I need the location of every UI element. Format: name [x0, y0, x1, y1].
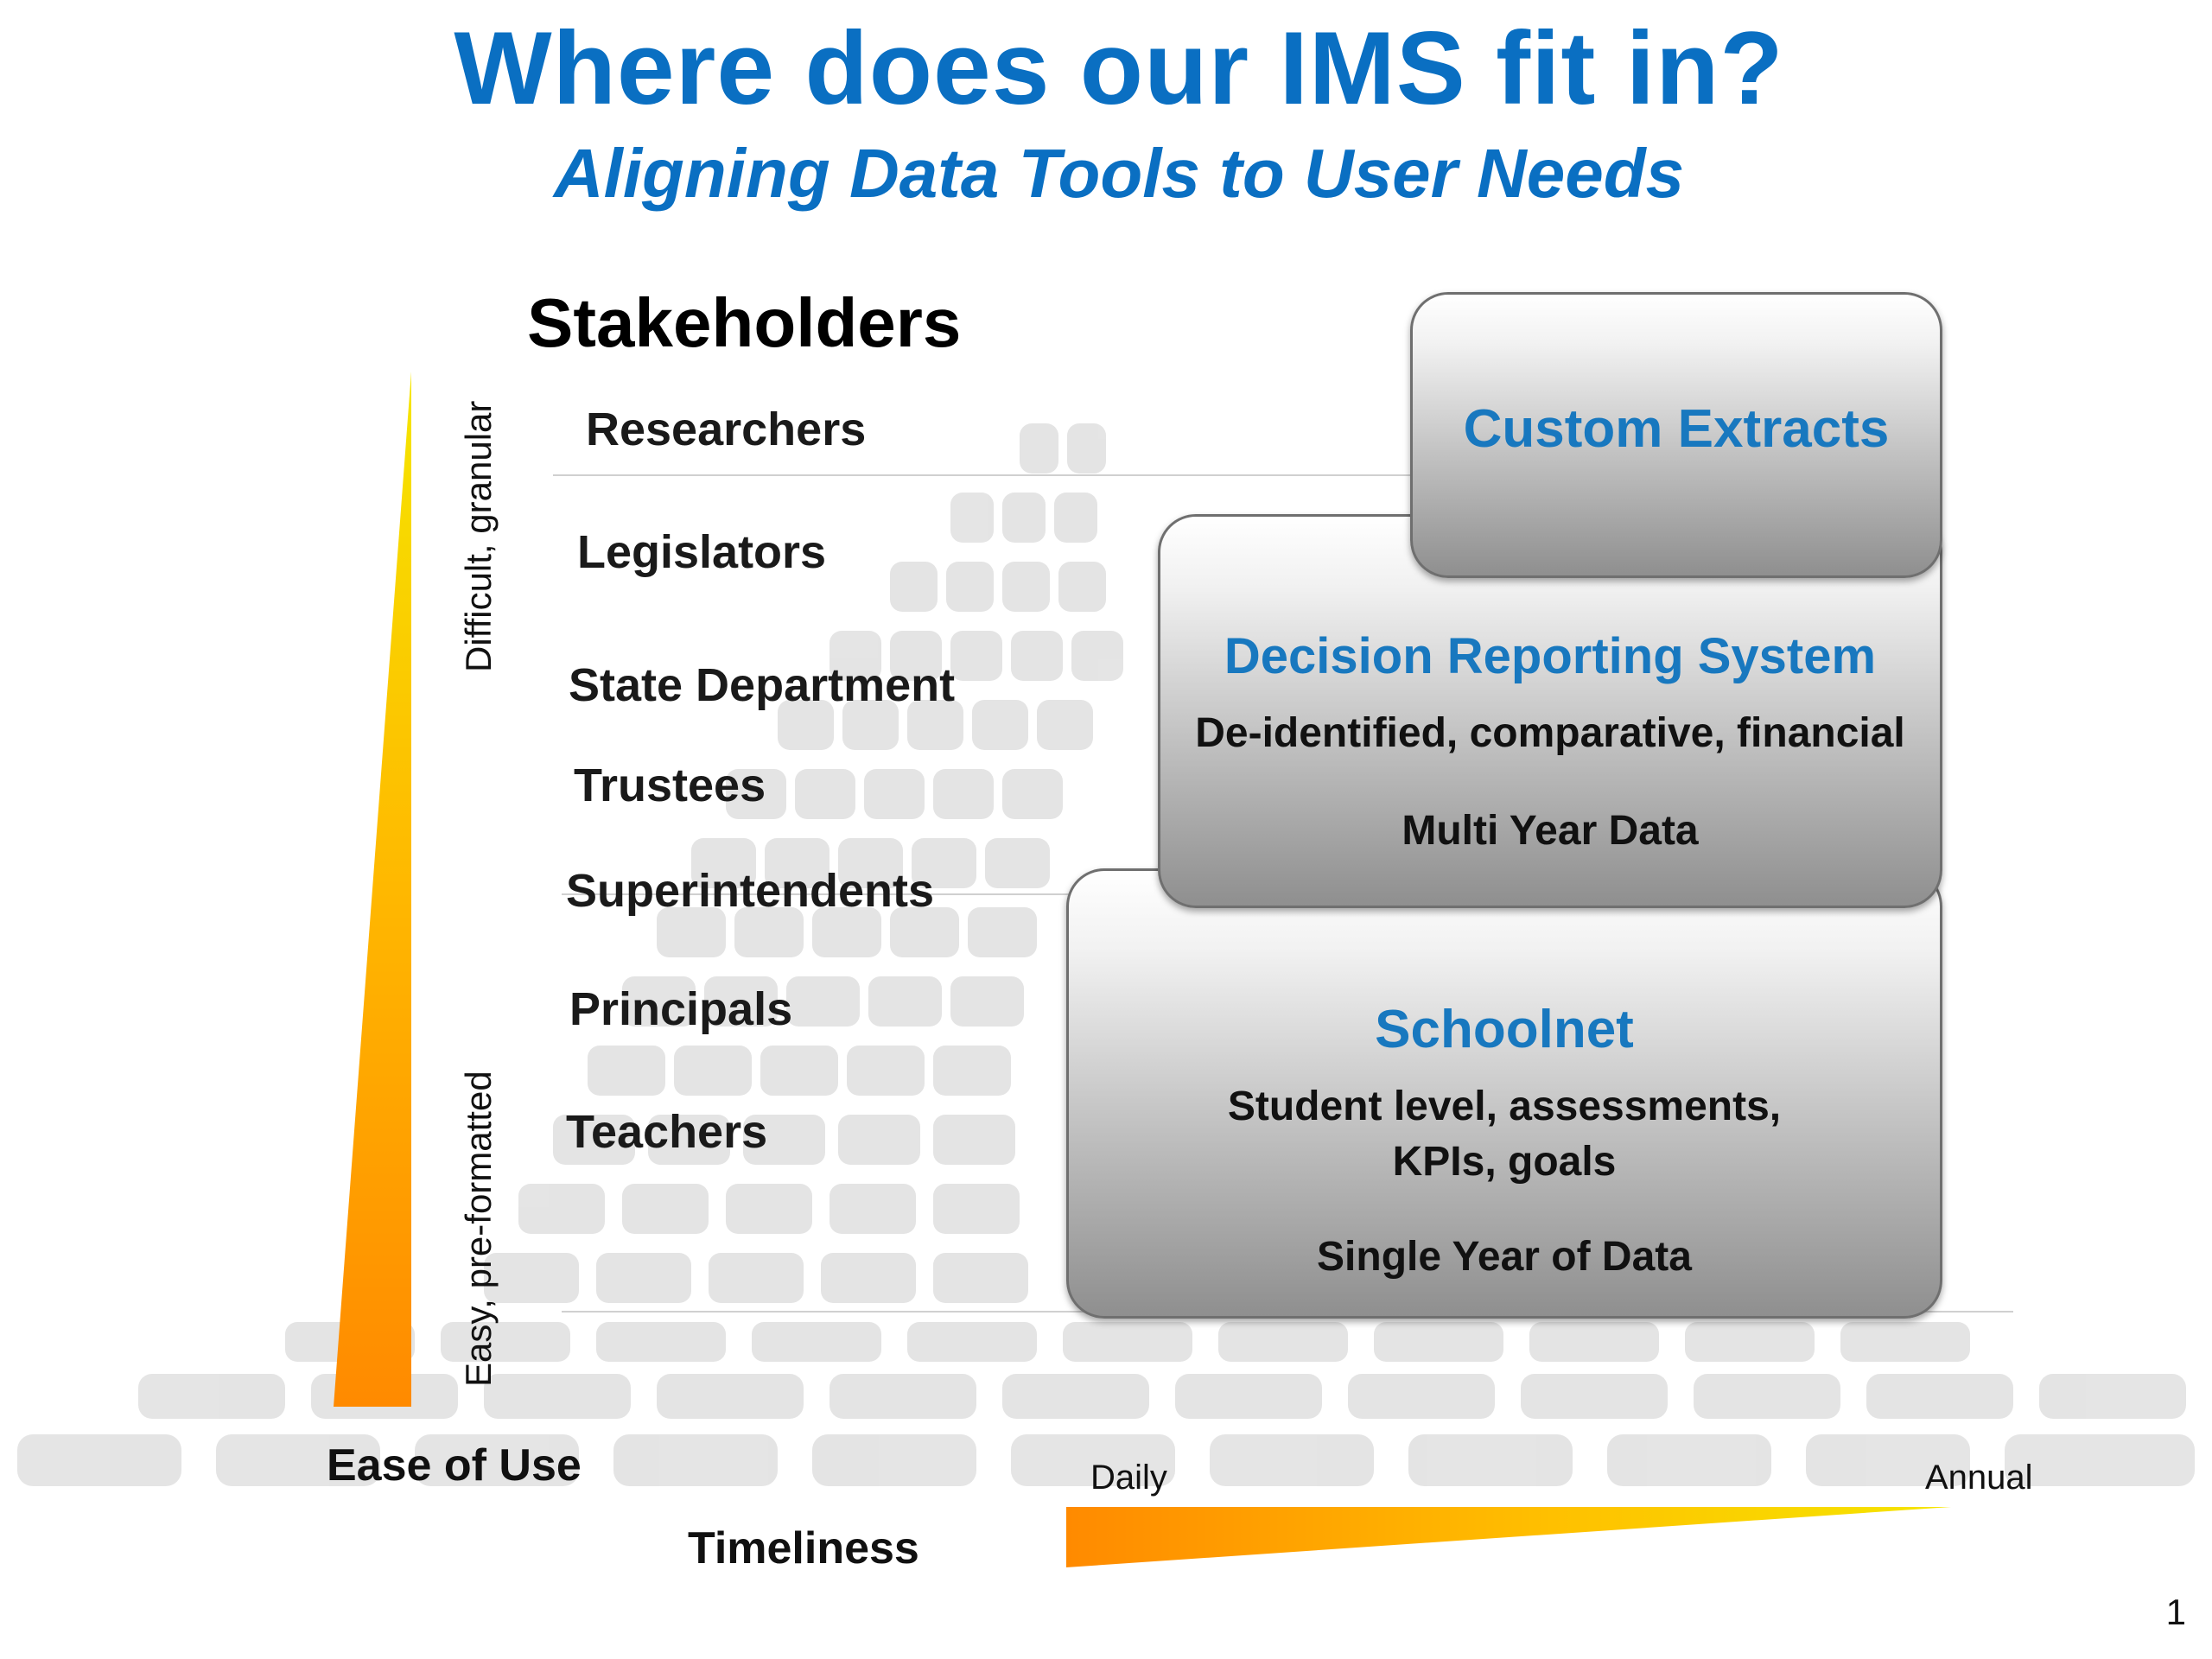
page-number: 1	[2165, 1592, 2186, 1632]
schoolnet-title: Schoolnet	[1375, 1000, 1634, 1059]
schoolnet-data-span: Single Year of Data	[1317, 1234, 1692, 1280]
schoolnet-box: Schoolnet Student level, assessments, KP…	[1066, 868, 1942, 1319]
timeliness-annual-label: Annual	[1925, 1459, 2033, 1497]
timeliness-gradient-wedge	[1066, 1507, 1951, 1567]
stakeholder-legislators: Legislators	[577, 526, 827, 578]
decision-reporting-system-box: Decision Reporting System De-identified,…	[1158, 514, 1942, 908]
ease-axis-title: Ease of Use	[327, 1440, 582, 1491]
decision-reporting-description: De-identified, comparative, financial	[1195, 710, 1905, 756]
timeliness-axis-title: Timeliness	[688, 1523, 919, 1573]
slide-subtitle: Aligning Data Tools to User Needs	[553, 135, 1685, 212]
stakeholder-teachers: Teachers	[566, 1106, 768, 1158]
stakeholder-superintendents: Superintendents	[566, 865, 935, 917]
ease-of-use-gradient-wedge	[334, 372, 411, 1407]
decision-reporting-title: Decision Reporting System	[1224, 628, 1877, 684]
stakeholder-researchers: Researchers	[586, 404, 867, 455]
decision-reporting-data-span: Multi Year Data	[1402, 808, 1699, 854]
schoolnet-description-line2: KPIs, goals	[1392, 1139, 1617, 1185]
slide-title: Where does our IMS fit in?	[454, 10, 1784, 126]
schoolnet-description-line1: Student level, assessments,	[1227, 1084, 1782, 1129]
stakeholders-heading: Stakeholders	[527, 284, 962, 361]
ease-axis-bottom-label: Easy, pre-formatted	[458, 1071, 499, 1387]
stakeholder-trustees: Trustees	[574, 760, 766, 811]
custom-extracts-title: Custom Extracts	[1463, 399, 1890, 459]
stakeholder-state-department: State Department	[569, 659, 956, 711]
custom-extracts-box: Custom Extracts	[1410, 292, 1942, 578]
timeliness-daily-label: Daily	[1090, 1459, 1167, 1497]
stakeholder-principals: Principals	[569, 983, 793, 1035]
ease-axis-top-label: Difficult, granular	[458, 400, 499, 672]
